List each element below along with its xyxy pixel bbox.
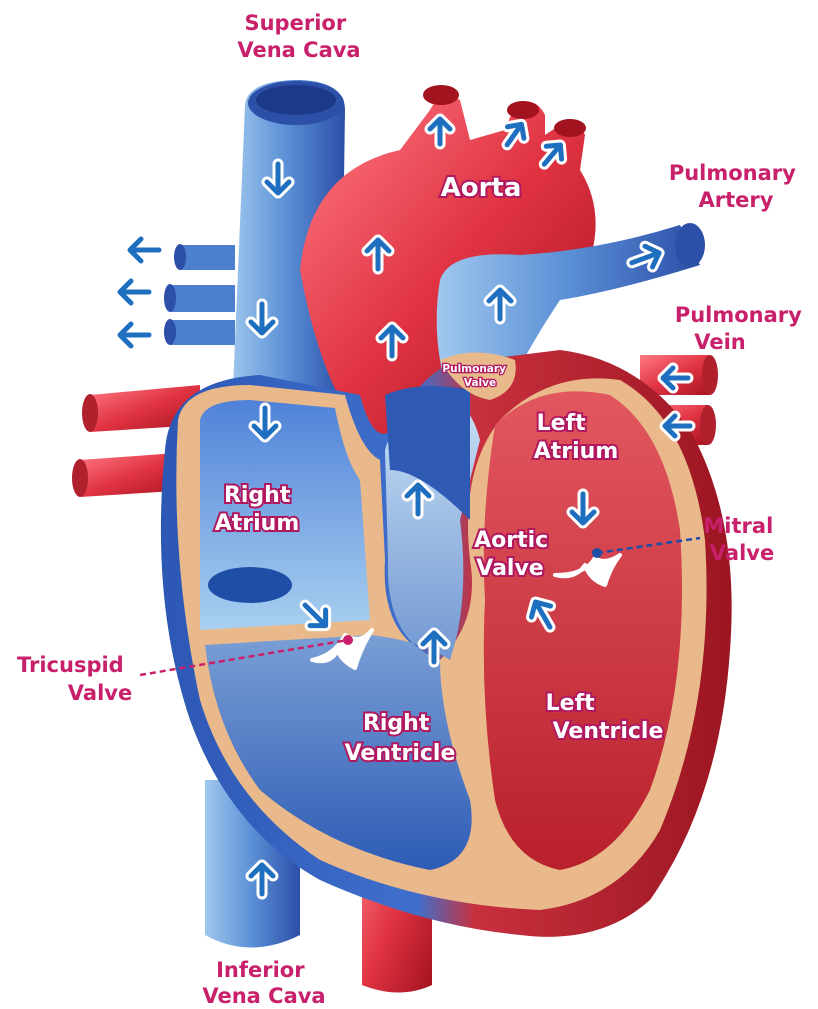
left-ventricle-label-line2: Ventricle — [553, 719, 664, 744]
right-pulmonary-artery-branches — [164, 244, 235, 345]
mitral-valve-label-line2: Valve — [710, 541, 774, 565]
superior-vena-cava-label-line1: Superior — [244, 11, 346, 35]
aortic-valve-label-line1: Aortic — [474, 528, 548, 553]
inferior-vena-cava-label: Inferior Vena Cava — [202, 958, 325, 1008]
superior-vena-cava-label-line2: Vena Cava — [237, 38, 360, 62]
chevron-arrow-icon — [130, 239, 159, 261]
superior-vena-cava-label: Superior Vena Cava — [237, 11, 360, 62]
pulmonary-vein-label-line1: Pulmonary — [675, 303, 802, 327]
left-atrium-label-line2: Atrium — [534, 439, 619, 464]
inferior-vena-cava-label-line2: Vena Cava — [202, 984, 325, 1008]
tricuspid-valve-label-line1: Tricuspid — [17, 653, 124, 677]
coronary-sinus-opening — [208, 567, 292, 603]
right-atrium-label-line1: Right — [224, 483, 291, 508]
tricuspid-valve-label: Tricuspid Valve — [17, 653, 132, 705]
mitral-leader-dot — [592, 548, 602, 558]
left-ventricle-label-line1: Left — [546, 691, 596, 716]
tricuspid-leader-dot — [343, 635, 353, 645]
pulmonary-artery-label: Pulmonary Artery — [669, 161, 803, 212]
right-ventricle-label-line2: Ventricle — [345, 741, 456, 766]
tricuspid-valve-label-line2: Valve — [68, 681, 132, 705]
left-atrium-label-line1: Left — [537, 411, 587, 436]
right-ventricle-label-line1: Right — [363, 711, 430, 736]
inferior-vena-cava-label-line1: Inferior — [216, 958, 305, 982]
pulmonary-valve-label-line2: Valve — [464, 377, 496, 389]
pulmonary-artery-label-line2: Artery — [699, 188, 774, 212]
pulmonary-vein-label: Pulmonary Vein — [675, 303, 809, 354]
chevron-arrow-icon — [120, 324, 149, 346]
aortic-valve-label-line2: Valve — [476, 556, 543, 581]
mitral-valve-label-line1: Mitral — [703, 514, 773, 538]
chevron-arrow-icon — [120, 281, 149, 303]
aorta-label: Aorta — [441, 173, 522, 203]
right-atrium-label-line2: Atrium — [215, 511, 300, 536]
pulmonary-artery-label-line1: Pulmonary — [669, 161, 796, 185]
pulmonary-vein-label-line2: Vein — [694, 330, 746, 354]
pulmonary-valve-label-line1: Pulmonary — [442, 363, 506, 375]
